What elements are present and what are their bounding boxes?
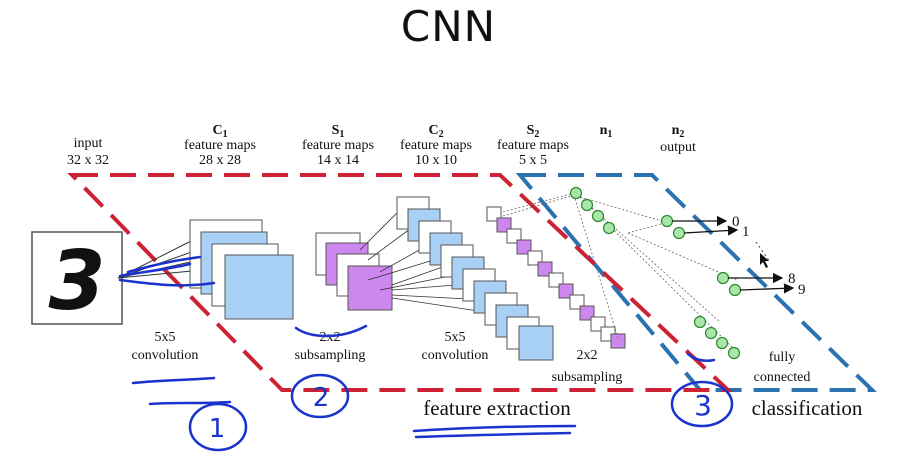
s2-desc: feature maps <box>497 138 569 153</box>
input-size: 32 x 32 <box>67 153 109 168</box>
c1-feature-maps <box>189 219 294 320</box>
s2-feature-maps <box>486 206 626 349</box>
s2-size: 5 x 5 <box>519 153 547 168</box>
s1-size: 14 x 14 <box>317 153 359 168</box>
input-label: input <box>74 136 103 151</box>
page-title: CNN <box>400 2 497 51</box>
output-arrows <box>672 215 795 294</box>
mouse-cursor-icon <box>760 253 769 268</box>
classification-region <box>515 173 877 392</box>
c2-desc: feature maps <box>400 138 472 153</box>
s1-name: S1 <box>332 123 345 140</box>
conv1-kernel: 5x5 <box>155 330 176 345</box>
sub2-label: subsampling <box>552 370 623 385</box>
sub1-label: subsampling <box>295 348 366 363</box>
output-label-8: 8 <box>788 271 796 287</box>
output-label-0: 0 <box>732 214 740 230</box>
vertical-ellipsis-dots <box>755 241 771 263</box>
conv2-label: convolution <box>422 348 489 363</box>
sub2-kernel: 2x2 <box>577 348 598 363</box>
c1-name: C1 <box>212 123 227 140</box>
annotation-3: 3 <box>694 389 712 422</box>
n2-neurons <box>660 214 742 297</box>
c1-size: 28 x 28 <box>199 153 241 168</box>
s1-feature-maps <box>315 232 393 311</box>
n1-neurons <box>569 186 741 360</box>
sub1-kernel: 2x2 <box>320 330 341 345</box>
feature-extraction-label: feature extraction <box>423 396 571 420</box>
output-label-1: 1 <box>742 224 750 240</box>
c2-feature-maps <box>396 196 554 361</box>
c2-size: 10 x 10 <box>415 153 457 168</box>
fc-label-1: fully <box>769 350 795 365</box>
n1-name: n1 <box>600 123 613 140</box>
s1-desc: feature maps <box>302 138 374 153</box>
output-label-9: 9 <box>798 282 806 298</box>
input-digit: 3 <box>48 234 105 329</box>
classification-label: classification <box>752 396 863 420</box>
feature-extraction-region <box>67 173 734 392</box>
input-image: 3 <box>31 231 123 329</box>
n2-desc: output <box>660 140 696 155</box>
annotation-1: 1 <box>209 414 226 444</box>
c1-desc: feature maps <box>184 138 256 153</box>
fc-label-2: connected <box>754 370 811 385</box>
n2-name: n2 <box>672 123 685 140</box>
annotation-2: 2 <box>313 383 330 413</box>
n1-connections <box>502 192 738 351</box>
s2-name: S2 <box>527 123 540 140</box>
handwritten-annotations <box>118 255 734 452</box>
c2-name: C2 <box>428 123 443 140</box>
conv1-label: convolution <box>132 348 199 363</box>
conv2-kernel: 5x5 <box>445 330 466 345</box>
